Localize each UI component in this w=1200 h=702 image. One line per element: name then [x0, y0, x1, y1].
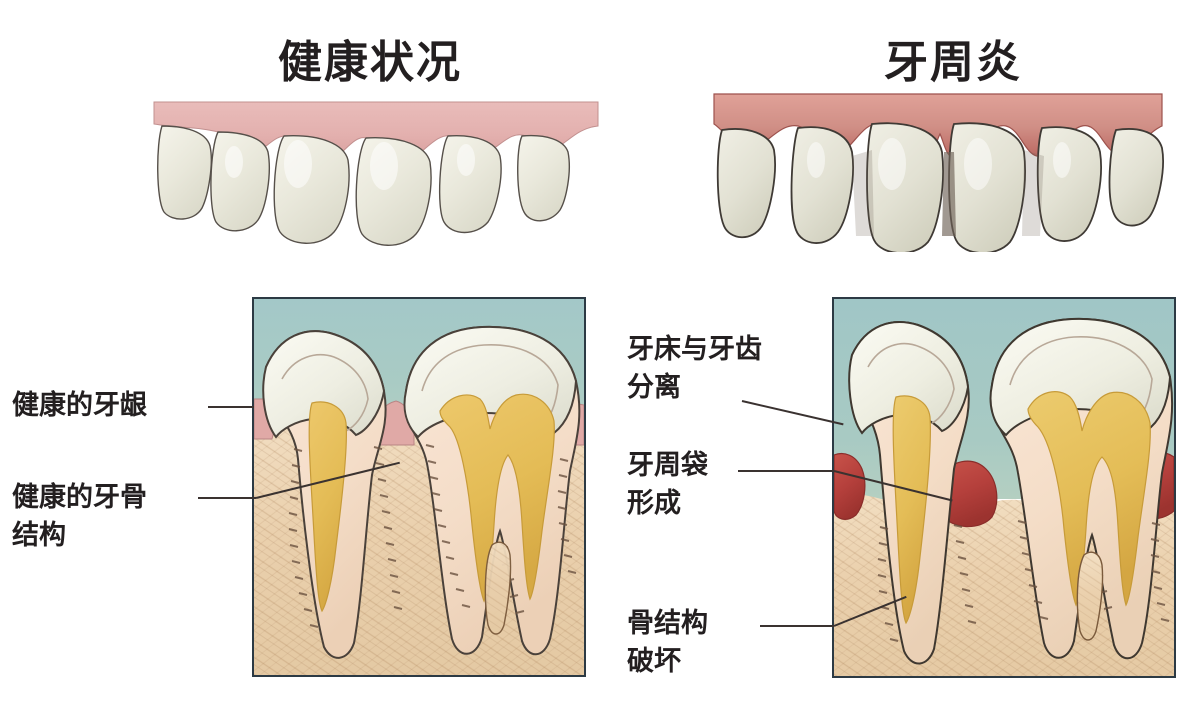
tooth	[1108, 128, 1164, 227]
tooth-highlights	[807, 138, 1071, 190]
leader-line-bone-destruction-h	[760, 625, 834, 627]
tooth	[517, 134, 570, 222]
tooth-molar-periodontitis	[989, 317, 1174, 660]
frontal-view-periodontitis	[713, 93, 1164, 252]
tooth	[716, 128, 776, 239]
pulp-chamber	[892, 395, 931, 625]
cross-section-periodontitis-graphic	[834, 299, 1174, 676]
label-healthy-bone: 健康的牙骨 结构	[12, 482, 147, 550]
frontal-view-healthy	[153, 101, 599, 246]
title-healthy: 健康状况	[278, 38, 462, 87]
tooth-row-periodontitis	[716, 122, 1164, 252]
label-pocket-formation: 牙周袋 形成	[627, 450, 708, 518]
tooth	[210, 131, 270, 232]
leader-line-pocket-h	[738, 470, 834, 472]
cross-section-periodontitis	[832, 297, 1176, 678]
tooth	[948, 122, 1026, 252]
pulp-chamber	[1027, 391, 1151, 607]
leader-line-healthy-gum	[208, 406, 254, 408]
tooth	[1036, 126, 1102, 242]
tooth	[790, 126, 854, 244]
tooth-premolar-periodontitis	[848, 321, 970, 665]
tooth	[438, 134, 502, 234]
tooth-row-healthy	[157, 125, 570, 246]
pulp-chamber	[308, 401, 347, 613]
cross-section-healthy	[252, 297, 586, 677]
label-healthy-gum: 健康的牙龈	[12, 390, 147, 420]
label-gum-separation: 牙床与牙齿 分离	[627, 334, 762, 402]
tooth-molar-healthy	[403, 325, 581, 656]
leader-line-healthy-bone-h	[198, 497, 256, 499]
label-bone-destruction: 骨结构 破坏	[627, 608, 708, 676]
tooth	[866, 122, 944, 252]
pulp-chamber	[439, 393, 555, 603]
tooth	[157, 125, 212, 220]
tooth-premolar-healthy	[262, 330, 387, 659]
tooth	[273, 135, 350, 244]
interdental-gaps	[852, 150, 1044, 236]
cross-section-healthy-graphic	[254, 299, 584, 675]
title-periodontitis: 牙周炎	[884, 38, 1022, 87]
tooth-highlights	[225, 140, 475, 190]
